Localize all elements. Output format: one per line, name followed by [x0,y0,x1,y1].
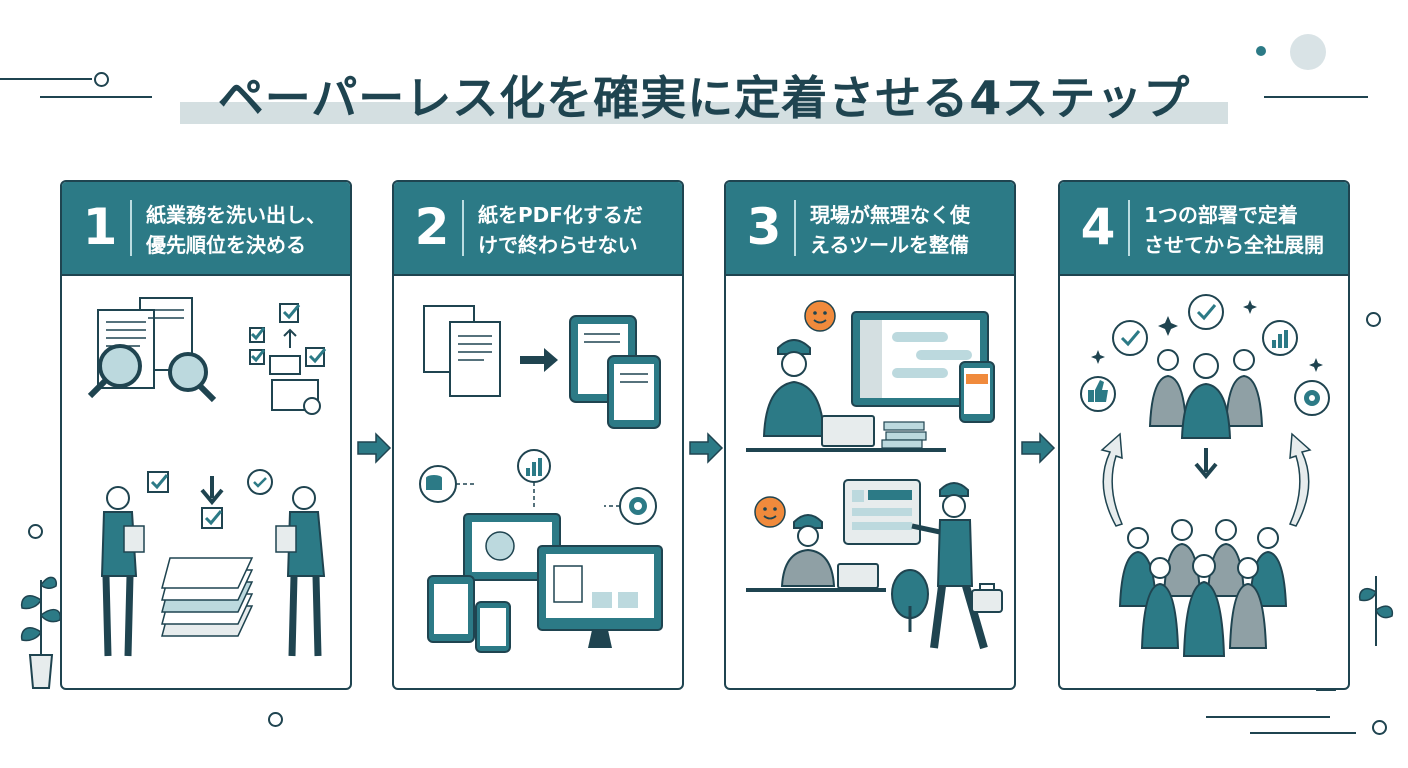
step-illustration-2 [394,276,682,688]
potted-plant-icon [20,576,62,689]
arrow-right-icon [689,432,724,464]
arrow-right-icon [520,348,558,372]
check-bubble-icon [1112,294,1224,356]
laptop-icon [746,415,946,452]
decor-dot-right [1256,46,1266,56]
step-number: 3 [746,198,782,256]
step-number: 1 [82,198,118,256]
step-title-line2: させてから全社展開 [1144,233,1324,257]
step-panel-4: 4 1つの部署で定着 させてから全社展開 [1058,180,1350,690]
decor-line-bottom-1 [1206,716,1330,718]
monitor-icon [463,513,663,648]
paper-stack-icon [161,557,254,637]
tree-icon [891,569,929,632]
worker-icon [762,339,826,437]
decor-circle-right-mid [1366,312,1381,327]
step-divider [1128,200,1130,256]
step-title: 紙業務を洗い出し、 優先順位を決める [146,200,346,260]
title-area: ペーパーレス化を確実に定着させる4ステップ [0,54,1408,134]
step-title-line2: えるツールを整備 [810,233,969,257]
step-divider [462,200,464,256]
step-header-1: 1 紙業務を洗い出し、 優先順位を決める [62,182,350,276]
step-header-3: 3 現場が無理なく使 えるツールを整備 [726,182,1014,276]
company-icon [1118,519,1288,657]
worker-icon [746,514,886,592]
step-panel-3: 3 現場が無理なく使 えるツールを整備 [724,180,1016,690]
step-title-line1: 1つの部署で定着 [1144,203,1298,227]
potted-plant-icon [1358,576,1394,646]
step-header-4: 4 1つの部署で定着 させてから全社展開 [1060,182,1348,276]
people-icon [100,486,326,657]
tablet-icon [569,315,661,429]
title-highlight-bar [180,102,1228,124]
decor-line-bottom-2 [1250,732,1356,734]
gear-icon [619,487,657,525]
decor-circle-bottom [268,712,283,727]
chat-app-icon [851,311,995,423]
step-title: 1つの部署で定着 させてから全社展開 [1144,200,1344,260]
step-title-line1: 現場が無理なく使 [810,203,970,227]
chart-icon [517,449,551,483]
phone-icon [427,575,511,653]
cycle-arrow-icon [1100,432,1312,527]
step-title: 現場が無理なく使 えるツールを整備 [810,200,1010,260]
step-illustration-1 [62,276,350,688]
step-header-2: 2 紙をPDF化するだ けで終わらせない [394,182,682,276]
step-illustration-3 [726,276,1014,688]
step-title: 紙をPDF化するだ けで終わらせない [478,200,678,260]
smile-icon [804,300,836,332]
chart-bubble-icon [1262,320,1298,356]
database-search-icon [419,465,457,503]
magnifier-icon [87,344,217,403]
step-number: 4 [1080,198,1116,256]
step-illustration-4 [1060,276,1348,688]
step-title-line2: 優先順位を決める [146,233,306,257]
step-panel-2: 2 紙をPDF化するだ けで終わらせない [392,180,684,690]
arrow-down-icon [147,469,273,529]
decor-circle-right-big [1290,34,1326,70]
decor-line-left-1 [0,78,92,80]
chat-app-icon [843,479,921,545]
step-panel-1: 1 紙業務を洗い出し、 優先順位を決める [60,180,352,690]
step-divider [794,200,796,256]
briefcase-icon [971,583,1003,613]
decor-line-right [1264,96,1368,98]
thumbs-up-icon [1080,376,1116,412]
decor-circle-left [94,72,109,87]
checklist-icon [249,303,327,415]
documents-icon [423,305,501,397]
decor-circle-right-bottom [1372,720,1387,735]
step-number: 2 [414,198,450,256]
step-title-line2: けで終わらせない [478,233,638,257]
decor-circle-left-mid [28,524,43,539]
arrow-right-icon [1021,432,1056,464]
step-title-line1: 紙業務を洗い出し、 [146,203,326,227]
decor-line-left-2 [40,96,152,98]
page-title: ペーパーレス化を確実に定着させる4ステップ [217,71,1191,125]
smile-icon [754,496,786,528]
worker-icon [911,482,988,650]
arrow-right-icon [357,432,392,464]
step-title-line1: 紙をPDF化するだ [478,203,643,227]
step-divider [130,200,132,256]
gear-bubble-icon [1294,380,1330,416]
sparkle-icon [1091,300,1323,372]
arrow-down-icon [1194,448,1218,480]
team-icon [1148,349,1264,439]
